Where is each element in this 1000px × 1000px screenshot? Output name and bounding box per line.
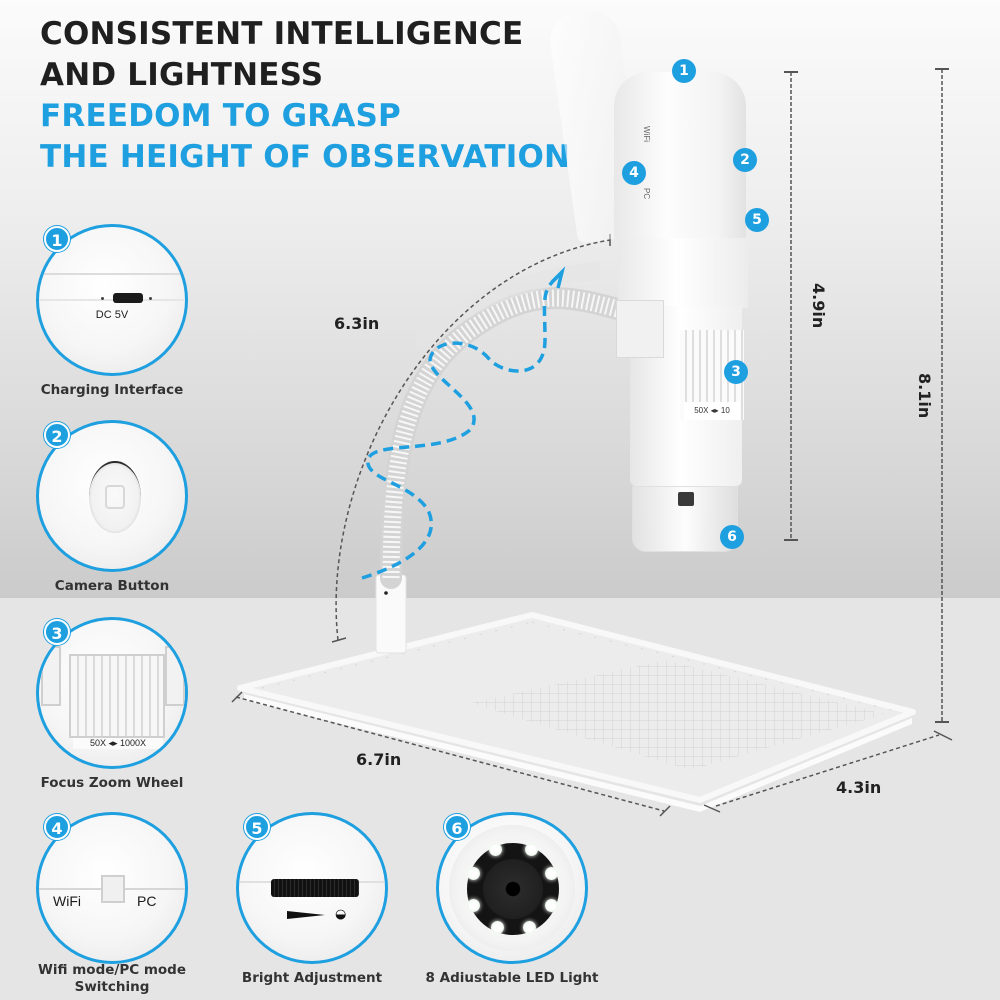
pc-label: PC bbox=[137, 893, 157, 909]
feature-caption: 8 Adiustable LED Light bbox=[425, 970, 599, 986]
number-badge: 2 bbox=[44, 422, 70, 448]
port-dot bbox=[149, 297, 152, 300]
led-icon bbox=[467, 867, 480, 880]
camera-icon bbox=[105, 485, 125, 509]
led-icon bbox=[545, 899, 558, 912]
caption-line-2: Switching bbox=[74, 979, 150, 995]
callout-badge-1: 1 bbox=[672, 59, 696, 83]
feature-camera-button: 2 Camera Button bbox=[22, 420, 202, 595]
callout-badge-5: 5 bbox=[745, 208, 769, 232]
led-icon bbox=[491, 921, 504, 934]
callout-badge-4: 4 bbox=[622, 161, 646, 185]
led-icon bbox=[525, 843, 538, 856]
number-badge: 4 bbox=[44, 814, 70, 840]
led-icon bbox=[523, 921, 536, 934]
wifi-label: WiFi bbox=[53, 893, 81, 909]
microscope-upper-body bbox=[614, 72, 746, 240]
feature-focus-zoom-wheel: 50X ◂▸ 1000X 3 Focus Zoom Wheel bbox=[22, 617, 202, 792]
headline-line-4: THE HEIGHT OF OBSERVATION bbox=[40, 139, 571, 175]
holder-clamp bbox=[616, 300, 664, 358]
callout-badge-2: 2 bbox=[733, 148, 757, 172]
wheel-bracket bbox=[165, 646, 185, 706]
led-icon bbox=[467, 899, 480, 912]
feature-caption: Bright Adjustment bbox=[241, 970, 383, 986]
pc-side-label: PC bbox=[642, 188, 651, 200]
number-badge: 5 bbox=[244, 814, 270, 840]
headline-line-1: CONSISTENT INTELLIGENCE bbox=[40, 16, 524, 52]
dimension-base-length: 6.7in bbox=[356, 750, 402, 769]
mode-switch-icon bbox=[101, 875, 125, 903]
lens-icon bbox=[678, 492, 694, 506]
brightness-dial-icon bbox=[271, 879, 359, 897]
number-badge: 1 bbox=[44, 226, 70, 252]
feature-led-light: 6 8 Adiustable LED Light bbox=[422, 812, 602, 987]
body-seam bbox=[39, 299, 185, 301]
number-badge: 3 bbox=[44, 619, 70, 645]
feature-charging-interface: DC 5V 1 Charging Interface bbox=[22, 224, 202, 399]
body-seam bbox=[39, 273, 185, 275]
feature-bright-adjustment: ◒ 5 Bright Adjustment bbox=[222, 812, 402, 987]
headline-line-3: FREEDOM TO GRASP bbox=[40, 98, 401, 134]
feature-mode-switch: WiFi PC 4 Wifi mode/PC mode Switching bbox=[22, 812, 202, 996]
lens-icon bbox=[483, 859, 543, 919]
wifi-side-label: WiFi bbox=[642, 126, 651, 142]
dimension-total-height: 8.1in bbox=[915, 373, 934, 419]
feature-caption: Focus Zoom Wheel bbox=[40, 775, 184, 791]
zoom-wheel-icon bbox=[69, 654, 165, 738]
wheel-bracket bbox=[41, 646, 61, 706]
number-badge: 6 bbox=[444, 814, 470, 840]
zoom-scale-label: 50X ◂▸ 10 bbox=[684, 402, 740, 420]
dimension-base-width: 4.3in bbox=[836, 778, 882, 797]
zoom-range-label: 50X ◂▸ 1000X bbox=[73, 738, 163, 749]
feature-caption: Camera Button bbox=[54, 578, 170, 594]
camera-button-shape bbox=[89, 461, 141, 533]
led-icon bbox=[545, 867, 558, 880]
headline-line-2: AND LIGHTNESS bbox=[40, 57, 324, 93]
feature-caption: Wifi mode/PC mode Switching bbox=[22, 962, 202, 996]
caption-line-1: Wifi mode/PC mode bbox=[38, 962, 186, 978]
microscope-mid-section bbox=[618, 238, 748, 308]
led-icon bbox=[489, 843, 502, 856]
feature-circle: ◒ bbox=[236, 812, 388, 964]
port-label: DC 5V bbox=[95, 309, 129, 321]
callout-badge-6: 6 bbox=[720, 525, 744, 549]
feature-circle bbox=[436, 812, 588, 964]
headline: CONSISTENT INTELLIGENCE AND LIGHTNESS FR… bbox=[40, 14, 570, 178]
callout-badge-3: 3 bbox=[724, 360, 748, 384]
dimension-scope-height: 4.9in bbox=[809, 283, 828, 329]
usb-port-icon bbox=[113, 293, 143, 303]
light-bulb-icon: ◒ bbox=[335, 907, 347, 922]
feature-caption: Charging Interface bbox=[40, 382, 184, 398]
dimension-gooseneck-length: 6.3in bbox=[334, 314, 380, 333]
port-dot bbox=[101, 297, 104, 300]
